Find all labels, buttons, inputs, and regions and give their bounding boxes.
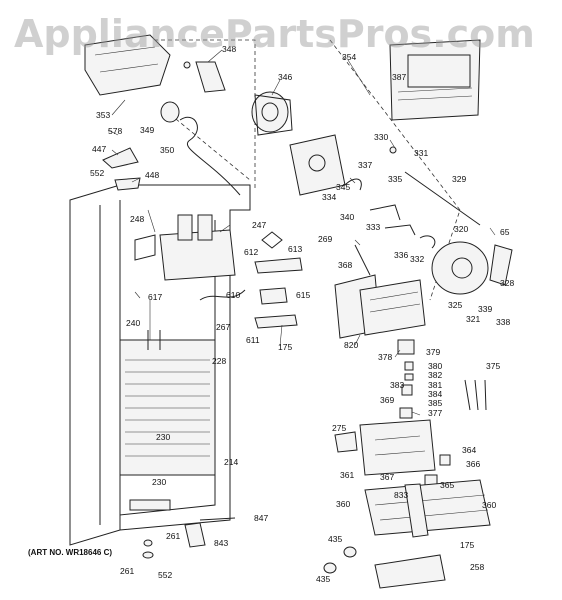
part-label-228: 228 [212,356,226,366]
part-label-230: 230 [152,477,166,487]
part-label-337: 337 [358,160,372,170]
part-label-345: 345 [336,182,350,192]
part-label-331: 331 [414,148,428,158]
dispenser-actuator [431,241,513,295]
part-label-833: 833 [394,490,408,500]
part-label-611: 611 [246,335,260,345]
dispenser-panel [389,39,481,121]
part-label-381: 381 [428,380,442,390]
part-label-369: 369 [380,395,394,405]
part-label-353: 353 [96,110,110,120]
part-label-383: 383 [390,380,404,390]
part-label-384: 384 [428,389,442,399]
part-label-65: 65 [500,227,510,237]
part-label-847: 847 [254,513,268,523]
part-label-843: 843 [214,538,228,548]
part-label-360: 360 [336,499,350,509]
part-label-330: 330 [374,132,388,142]
auger-motor [251,91,293,136]
icemaker-assembly [334,274,426,339]
part-label-348: 348 [222,44,236,54]
part-label-269: 269 [318,234,332,244]
ice-tray [84,34,171,96]
part-label-321: 321 [466,314,480,324]
part-label-378: 378 [378,352,392,362]
part-label-349: 349 [140,125,154,135]
part-label-329: 329 [452,174,466,184]
part-number-labels: 348 346 354 387 353 349 578 350 447 552 448 330 331 3… [90,44,514,584]
part-label-320: 320 [454,224,468,234]
part-label-385: 385 [428,398,442,408]
part-label-382: 382 [428,370,442,380]
dispenser-housing [334,419,436,476]
part-label-552: 552 [158,570,172,580]
part-label-368: 368 [338,260,352,270]
part-label-346: 346 [278,72,292,82]
part-label-328: 328 [500,278,514,288]
leader-lines [107,49,496,416]
part-label-247: 247 [252,220,266,230]
part-label-448: 448 [145,170,159,180]
part-label-375: 375 [486,361,500,371]
part-label-435: 435 [328,534,342,544]
part-label-214: 214 [224,457,238,467]
part-label-333: 333 [366,222,380,232]
part-label-354: 354 [342,52,356,62]
bracket-348 [195,61,226,93]
part-label-380: 380 [428,361,442,371]
rod-269 [354,244,371,276]
part-label-610: 610 [226,290,240,300]
part-label-615: 615 [296,290,310,300]
part-label-339: 339 [478,304,492,314]
part-label-334: 334 [322,192,336,202]
part-label-338: 338 [496,317,510,327]
part-label-366: 366 [466,459,480,469]
evaporator-coil [119,330,216,476]
part-label-350: 350 [160,145,174,155]
part-label-230: 230 [156,432,170,442]
part-label-387: 387 [392,72,406,82]
part-label-261: 261 [120,566,134,576]
part-label-365: 365 [440,480,454,490]
part-label-364: 364 [462,445,476,455]
part-label-820: 820 [344,340,358,350]
part-label-361: 361 [340,470,354,480]
part-label-240: 240 [126,318,140,328]
part-label-435: 435 [316,574,330,584]
part-label-377: 377 [428,408,442,418]
drip-tray [374,554,446,589]
part-label-367: 367 [380,472,394,482]
evaporator-fan-housing [134,214,236,281]
part-label-248: 248 [130,214,144,224]
part-label-379: 379 [426,347,440,357]
part-label-175: 175 [278,342,292,352]
part-label-325: 325 [448,300,462,310]
part-label-447: 447 [92,144,106,154]
part-label-335: 335 [388,174,402,184]
part-label-578: 578 [108,126,122,136]
part-label-267: 267 [216,322,230,332]
slide-rails [364,479,491,536]
part-label-617: 617 [148,292,162,302]
part-label-340: 340 [340,212,354,222]
part-label-261: 261 [166,531,180,541]
part-label-332: 332 [410,254,424,264]
part-label-258: 258 [470,562,484,572]
part-label-175: 175 [460,540,474,550]
part-label-336: 336 [394,250,408,260]
part-label-275: 275 [332,423,346,433]
part-label-552: 552 [90,168,104,178]
part-label-360: 360 [482,500,496,510]
part-label-613: 613 [288,244,302,254]
art-number: (ART NO. WR18646 C) [28,548,113,557]
part-label-612: 612 [244,247,258,257]
